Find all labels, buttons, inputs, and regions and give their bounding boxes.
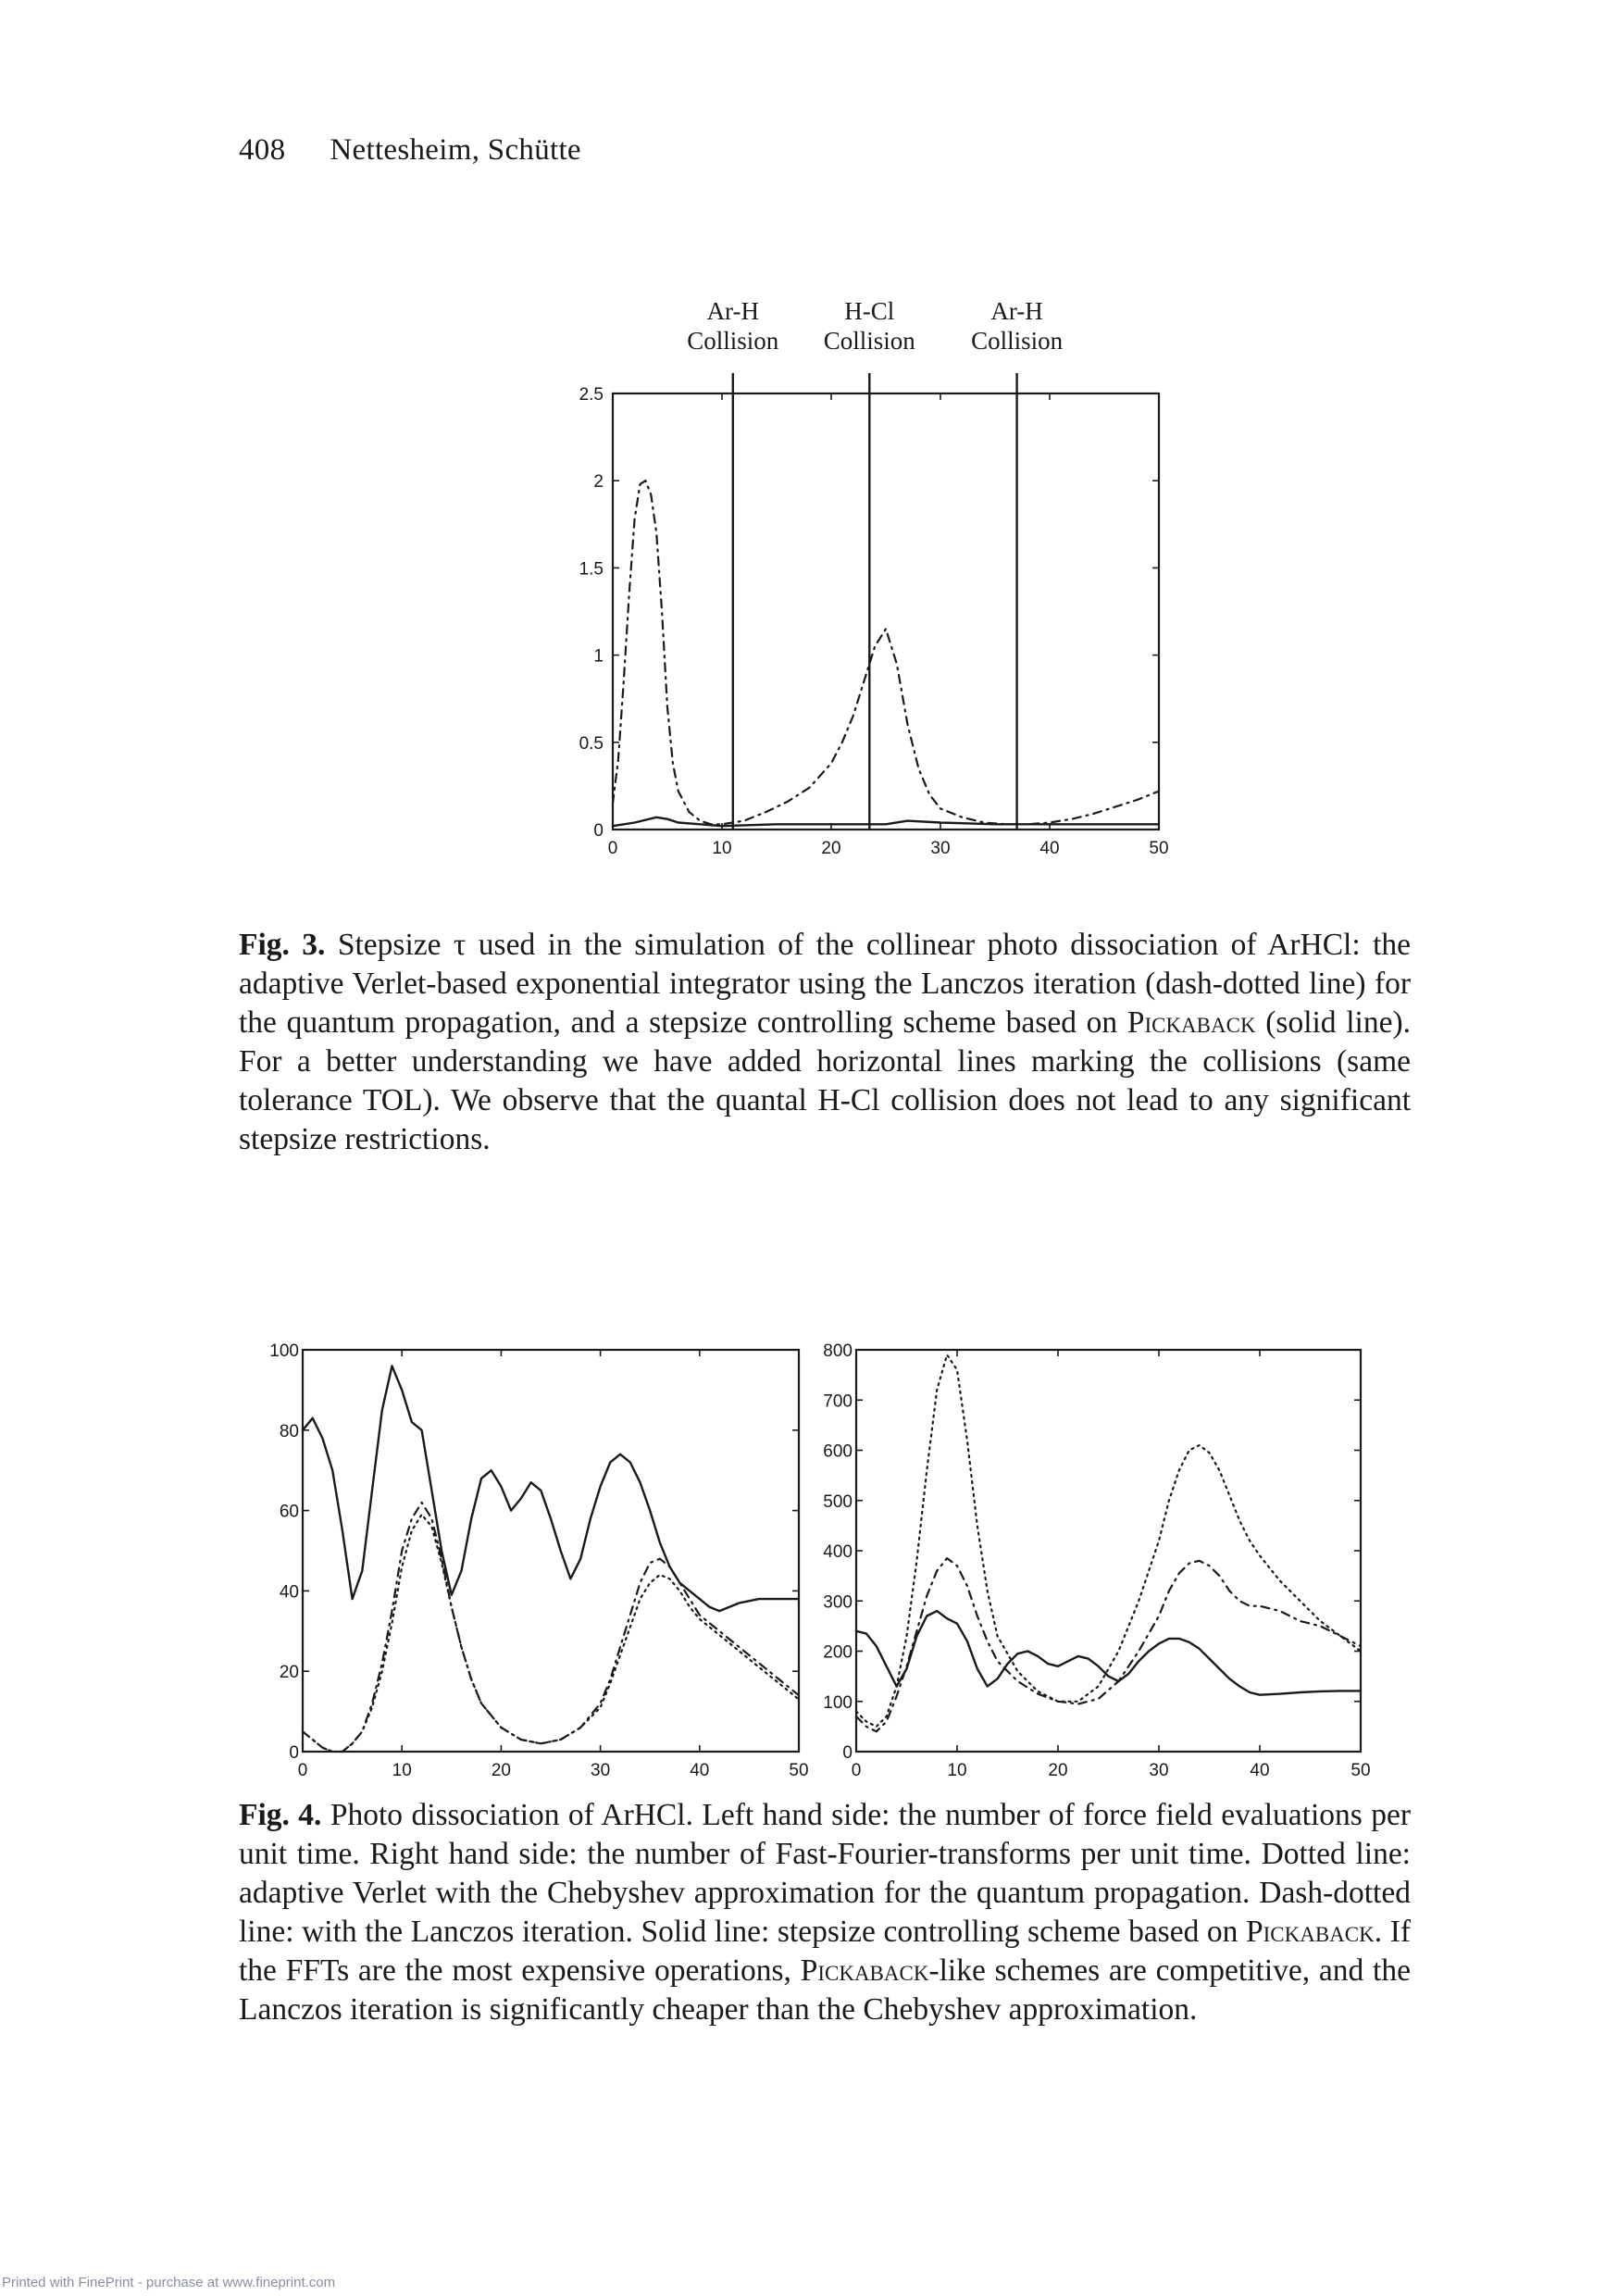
y-tick-label: 0	[593, 821, 604, 841]
series-line-dotted	[854, 1354, 1363, 1728]
y-tick-label: 0.5	[579, 734, 604, 754]
y-tick-label: 100	[823, 1693, 853, 1713]
x-tick-label: 10	[712, 839, 731, 858]
series-line-solid	[854, 1609, 1363, 1696]
y-tick-label: 500	[823, 1492, 853, 1512]
fig3-caption-pickaback: Pickaback	[1126, 1005, 1256, 1040]
plot-frame	[854, 1348, 1363, 1753]
y-tick-label: 20	[280, 1663, 299, 1682]
running-header: 408 Nettesheim, Schütte	[239, 133, 581, 168]
fig3-caption-text-a: Stepsize τ used in the simulation of the…	[239, 928, 1411, 1040]
plot-frame	[611, 392, 1161, 831]
y-tick-label: 80	[280, 1422, 299, 1441]
series-line-dotted	[301, 1513, 801, 1753]
x-tick-label: 30	[591, 1761, 610, 1780]
series-line-solid	[611, 816, 1161, 828]
fig4-left-chart: 0 10 20 30 40 50 0 20 40 60 80 100	[269, 1341, 808, 1780]
series-line-dash-dotted	[301, 1501, 801, 1753]
collision-label-line2: Collision	[824, 327, 916, 355]
fig3-caption-text-b: (solid line). For a better understanding…	[239, 1005, 1411, 1156]
collision-label-line1: Ar-H	[707, 297, 759, 325]
author-names: Nettesheim, Schütte	[330, 133, 581, 167]
x-tick-label: 50	[1149, 839, 1168, 858]
y-tick-label: 2	[593, 472, 604, 492]
fig4-caption-text-a: Photo dissociation of ArHCl. Left hand s…	[239, 1798, 1411, 1949]
series-line-dash-dotted	[854, 1556, 1363, 1733]
x-tick-label: 20	[821, 839, 840, 858]
fig4-label: Fig. 4.	[239, 1798, 322, 1832]
x-tick-label: 20	[1048, 1761, 1067, 1780]
y-tick-label: 1	[593, 647, 604, 667]
y-tick-label: 2.5	[579, 385, 604, 405]
fig4-caption-pickaback-1: Pickaback	[1245, 1915, 1375, 1949]
y-tick-label: 100	[269, 1341, 299, 1361]
y-tick-label: 700	[823, 1391, 853, 1411]
x-tick-label: 0	[298, 1761, 308, 1780]
fig4-caption-text-c: -like schemes are competitive, and the L…	[239, 1953, 1411, 2027]
x-tick-label: 10	[392, 1761, 412, 1780]
x-tick-label: 30	[930, 839, 950, 858]
series-line-dash-dotted	[611, 480, 1161, 826]
y-tick-label: 1.5	[579, 559, 604, 579]
y-tick-label: 300	[823, 1592, 853, 1612]
collision-label-line1: H-Cl	[844, 297, 894, 325]
fig4-caption: Fig. 4. Photo dissociation of ArHCl. Lef…	[239, 1796, 1411, 2029]
y-tick-label: 400	[823, 1542, 853, 1562]
fig4-caption-pickaback-2: Pickaback	[800, 1953, 929, 1988]
y-tick-label: 40	[280, 1582, 299, 1602]
fig3-caption: Fig. 3. Stepsize τ used in the simulatio…	[239, 926, 1411, 1159]
y-tick-label: 200	[823, 1643, 853, 1663]
y-tick-label: 800	[823, 1341, 853, 1361]
y-tick-label: 600	[823, 1442, 853, 1462]
footer-watermark: Printed with FinePrint - purchase at www…	[2, 2275, 336, 2290]
x-tick-label: 0	[608, 839, 618, 858]
y-tick-label: 60	[280, 1503, 299, 1522]
x-tick-label: 10	[947, 1761, 966, 1780]
x-tick-label: 30	[1149, 1761, 1168, 1780]
collision-label-line1: Ar-H	[990, 297, 1042, 325]
x-tick-label: 40	[690, 1761, 709, 1780]
x-tick-label: 50	[789, 1761, 808, 1780]
series-line-solid	[301, 1365, 801, 1613]
x-tick-label: 50	[1350, 1761, 1370, 1780]
collision-label-line2: Collision	[687, 327, 779, 355]
x-tick-label: 40	[1250, 1761, 1269, 1780]
collision-label-line2: Collision	[971, 327, 1064, 355]
page-number: 408	[239, 133, 286, 167]
y-tick-label: 0	[842, 1743, 853, 1763]
x-tick-label: 0	[852, 1761, 862, 1780]
fig4-caption-text-b: . If the FFTs are the most expensive ope…	[239, 1915, 1412, 1988]
x-tick-label: 40	[1039, 839, 1059, 858]
fig3-label: Fig. 3.	[239, 928, 326, 962]
plot-frame	[301, 1348, 801, 1753]
y-tick-label: 0	[289, 1743, 299, 1763]
x-tick-label: 20	[492, 1761, 511, 1780]
